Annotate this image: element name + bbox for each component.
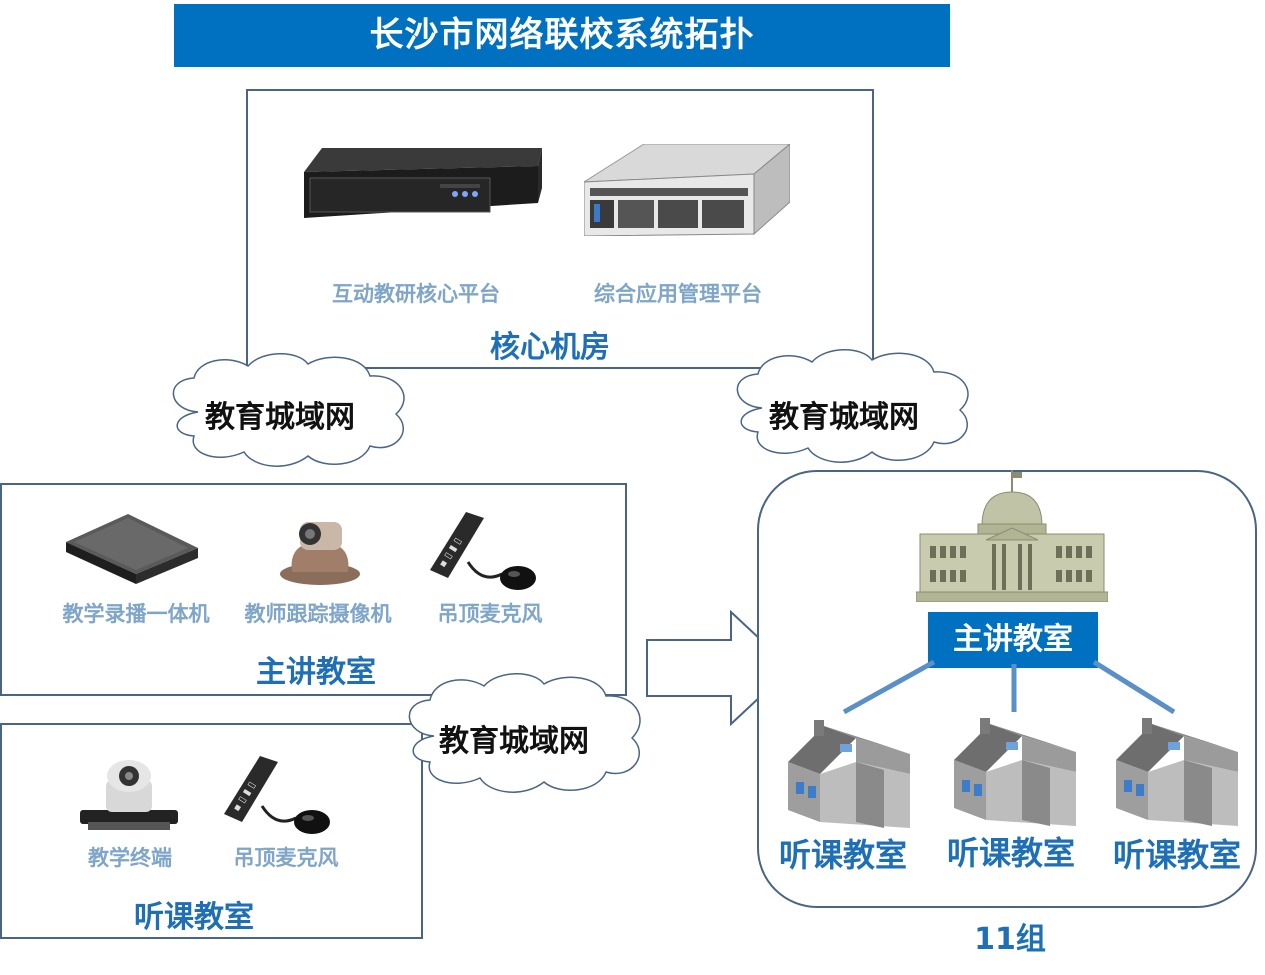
listening-classroom-building-icon — [1116, 718, 1238, 826]
listening-classroom-building-icon — [954, 718, 1076, 826]
cloud-label: 教育城域网 — [205, 400, 355, 435]
diagram-title: 长沙市网络联校系统拓扑 — [174, 4, 950, 67]
device-label: 吊顶麦克风 — [233, 846, 339, 870]
device-label: 教学录播一体机 — [62, 602, 210, 626]
ptz-camera-icon — [280, 522, 360, 585]
main-school-building-icon — [916, 470, 1108, 602]
main-classroom-node: 主讲教室 — [928, 612, 1098, 668]
connector-lines — [842, 660, 1176, 715]
listening-classroom-node: 听课教室 — [1112, 836, 1241, 874]
terminal-camera-icon — [80, 760, 178, 830]
cloud-label: 教育城域网 — [769, 400, 919, 435]
listening-classroom-building-icon — [788, 720, 910, 828]
core-room-title: 核心机房 — [490, 330, 610, 365]
group-count: 11组 — [974, 922, 1046, 957]
cloud-label: 教育城域网 — [439, 724, 589, 759]
listening-classroom-title: 听课教室 — [134, 900, 254, 935]
ceiling-microphone-icon: ▪ ▯ ▮ ▯ — [224, 756, 330, 834]
rack-server-icon — [304, 148, 542, 218]
core-room-box — [246, 89, 874, 369]
listening-classroom-node: 听课教室 — [778, 836, 907, 874]
rack-server-icon — [584, 144, 790, 236]
network-cloud-icon — [172, 353, 405, 467]
device-label: 互动教研核心平台 — [332, 282, 500, 306]
main-classroom-title: 主讲教室 — [256, 655, 376, 690]
network-cloud-icon — [408, 673, 641, 793]
device-label: 教学终端 — [88, 846, 172, 870]
device-label: 综合应用管理平台 — [594, 282, 762, 306]
recorder-box-icon — [66, 514, 198, 584]
network-cloud-icon — [736, 349, 969, 463]
listening-classroom-node: 听课教室 — [946, 834, 1075, 872]
device-label: 教师跟踪摄像机 — [244, 602, 392, 626]
device-label: 吊顶麦克风 — [437, 602, 543, 626]
listening-classroom-box — [0, 723, 423, 939]
ceiling-microphone-icon: ▪ ▯ ▮ ▯ — [430, 512, 536, 590]
